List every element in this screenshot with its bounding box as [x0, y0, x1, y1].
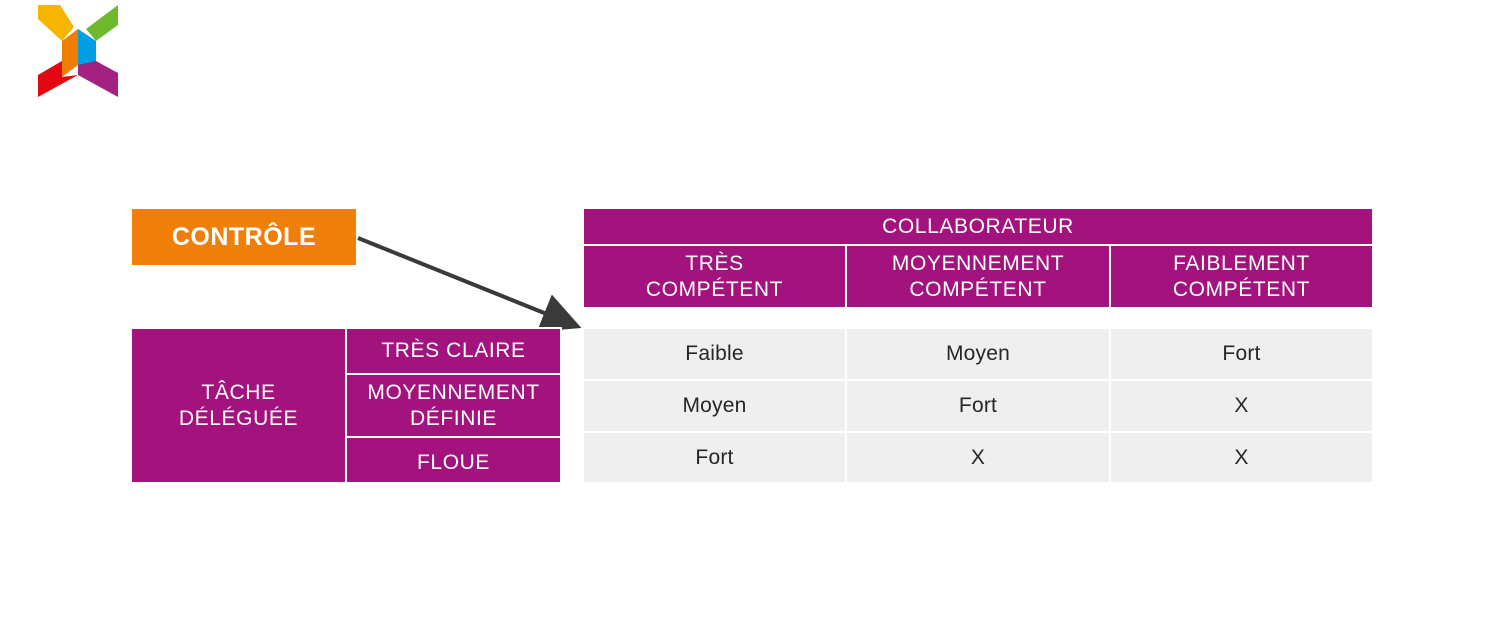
matrix-cell: X [1111, 433, 1372, 482]
row-header-table: TÂCHE DÉLÉGUÉE TRÈS CLAIRE MOYENNEMENT D… [130, 327, 562, 484]
column-header-moyennement-competent: MOYENNEMENT COMPÉTENT [847, 246, 1109, 307]
matrix-cell: Moyen [847, 329, 1109, 379]
brand-logo [38, 5, 118, 97]
logo-purple-segment [78, 61, 118, 97]
collaborateur-header: COLLABORATEUR [584, 209, 1372, 244]
matrix-cell: Faible [584, 329, 845, 379]
matrix-cell: X [847, 433, 1109, 482]
column-header-table: COLLABORATEUR TRÈS COMPÉTENT MOYENNEMENT… [582, 207, 1374, 309]
matrix-cell: Fort [847, 381, 1109, 431]
arrow-line [357, 236, 582, 332]
column-header-faiblement-competent: FAIBLEMENT COMPÉTENT [1111, 246, 1372, 307]
control-label-box: CONTRÔLE [130, 207, 358, 267]
logo-yellow-segment [38, 5, 74, 41]
control-label: CONTRÔLE [132, 209, 356, 265]
matrix-cell: Fort [584, 433, 845, 482]
row-header-tres-claire: TRÈS CLAIRE [347, 329, 560, 373]
logo-red-segment [38, 61, 78, 97]
matrix-cell: X [1111, 381, 1372, 431]
logo-orange-segment [62, 29, 78, 77]
row-header-floue: FLOUE [347, 438, 560, 482]
column-header-tres-competent: TRÈS COMPÉTENT [584, 246, 845, 307]
matrix-body: Faible Moyen Fort Moyen Fort X Fort X X [582, 327, 1374, 484]
matrix-cell: Moyen [584, 381, 845, 431]
matrix-cell: Fort [1111, 329, 1372, 379]
tache-deleguee-header: TÂCHE DÉLÉGUÉE [132, 329, 345, 482]
row-header-moyennement-definie: MOYENNEMENT DÉFINIE [347, 375, 560, 436]
logo-green-segment [86, 5, 118, 41]
